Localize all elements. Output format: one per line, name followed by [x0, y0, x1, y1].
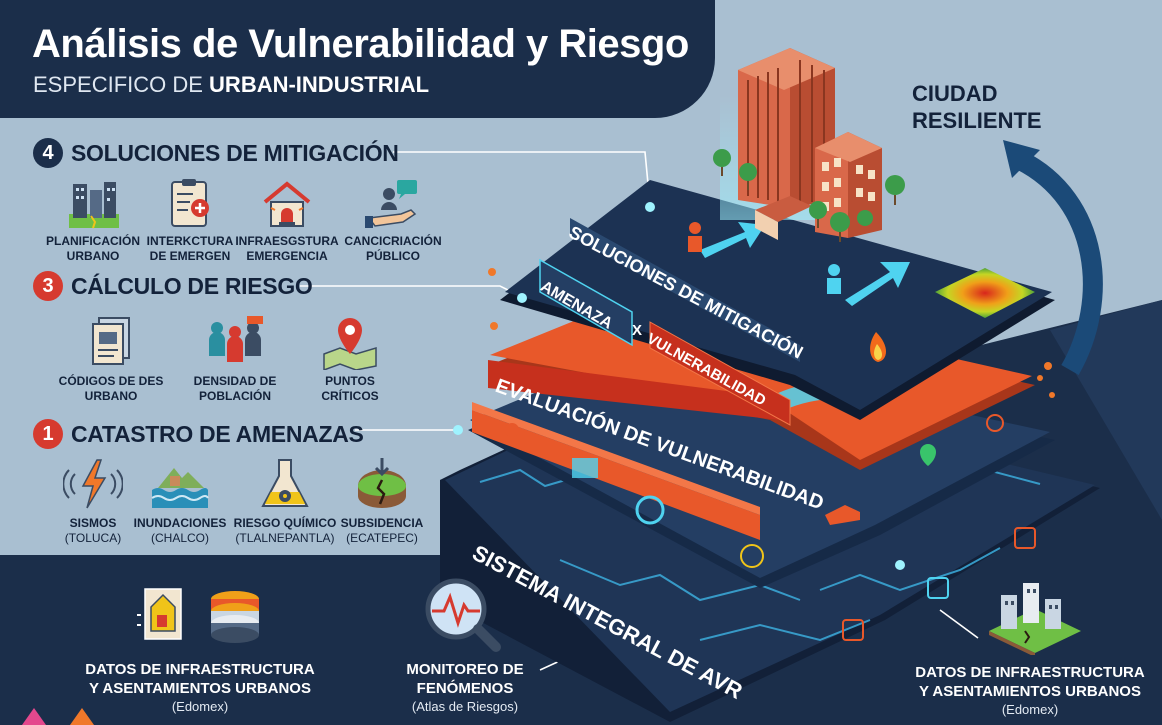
- flood-icon: [151, 468, 209, 508]
- item-densidad: DENSIDAD DE POBLACIÓN: [175, 314, 295, 404]
- caption-line: DATOS DE INFRAESTRUCTURA: [85, 661, 315, 678]
- item-label: PÚBLICO: [366, 249, 420, 263]
- item-label: POBLACIÓN: [199, 389, 271, 403]
- alarm-house-icon: [263, 181, 311, 227]
- glow-nodes: [453, 202, 905, 570]
- emergency-clipboard-icon: [171, 179, 209, 227]
- item-label: CÓDIGOS DE DES: [58, 374, 164, 388]
- title-block: Análisis de Vulnerabilidad y Riesgo ESPE…: [0, 0, 715, 118]
- section-label: CÁLCULO DE RIESGO: [71, 272, 313, 299]
- item-label: PLANIFICACIÓN: [46, 234, 140, 248]
- caption-line: DATOS DE INFRAESTRUCTURA: [915, 664, 1145, 681]
- item-label: DENSIDAD DE: [193, 374, 277, 388]
- database-icon: [211, 591, 259, 643]
- caption-line: Y ASENTAMIENTOS URBANOS: [919, 683, 1141, 700]
- item-sub: (TOLUCA): [64, 531, 122, 545]
- item-label: PUNTOS: [325, 374, 375, 388]
- section-label: SOLUCIONES DE MITIGACIÓN: [71, 139, 399, 166]
- subtitle-bold: URBAN-INDUSTRIAL: [209, 72, 430, 97]
- item-label: CANCICRIACIÓN: [344, 234, 442, 248]
- item-label: RIESGO QUÍMICO: [233, 516, 337, 530]
- city-block-icon: [989, 583, 1081, 655]
- item-label: SUBSIDENCIA: [340, 516, 424, 530]
- item-puntos: PUNTOS CRÍTICOS: [290, 314, 410, 404]
- item-interkctura: INTERKCTURA DE EMERGEN: [130, 178, 250, 264]
- item-planificacion: PLANIFICACIÓN URBANO: [33, 178, 153, 264]
- caption-line: FENÓMENOS: [416, 680, 514, 697]
- item-sub: (CHALCO): [150, 531, 209, 545]
- item-infraesgstura: INFRAESGSTURA EMERGENCIA: [227, 178, 347, 264]
- sparks: [488, 268, 1055, 398]
- resilience-arrow: [1003, 140, 1103, 375]
- item-label: EMERGENCIA: [246, 249, 328, 263]
- item-cancicriacion: CANCICRIACIÓN PÚBLICO: [333, 178, 453, 264]
- item-label: INTERKCTURA: [146, 234, 234, 248]
- item-label: SISMOS: [69, 516, 117, 530]
- urban-codes-document-icon: [92, 317, 130, 365]
- section-number: 1: [33, 419, 63, 449]
- bottom-left-caption: DATOS DE INFRAESTRUCTURA Y ASENTAMIENTOS…: [80, 660, 320, 715]
- caption-sub: (Atlas de Riesgos): [411, 699, 519, 714]
- bottom-right-caption: DATOS DE INFRAESTRUCTURA Y ASENTAMIENTOS…: [906, 663, 1154, 718]
- population-density-icon: [209, 316, 263, 362]
- item-codigos: CÓDIGOS DE DES URBANO: [51, 314, 171, 404]
- caption-line: MONITOREO DE: [406, 661, 524, 678]
- caption-line: Y ASENTAMIENTOS URBANOS: [89, 680, 311, 697]
- item-label: DE EMERGEN: [149, 249, 231, 263]
- layer-soluciones: [500, 180, 1055, 426]
- bottom-left-icons: [137, 588, 259, 643]
- times-symbol: X: [632, 322, 643, 339]
- item-sub: (TLALNEPANTLA): [235, 531, 335, 545]
- magnifier-icon: [425, 578, 501, 652]
- document-icon: [137, 588, 182, 640]
- item-label: INFRAESGSTURA: [235, 234, 339, 248]
- item-label: URBANO: [84, 389, 138, 403]
- ciudad-line2: RESILIENTE: [912, 108, 1042, 133]
- page-title: Análisis de Vulnerabilidad y Riesgo: [32, 22, 689, 66]
- item-label: INUNDACIONES: [133, 516, 227, 530]
- subsidence-icon: [358, 458, 406, 508]
- section-number: 4: [33, 138, 63, 168]
- section-label: CATASTRO DE AMENAZAS: [71, 420, 364, 447]
- section-number: 3: [33, 271, 63, 301]
- item-sismos: SISMOS (TOLUCA): [33, 456, 153, 545]
- page-subtitle: ESPECIFICO DE URBAN-INDUSTRIAL: [33, 72, 429, 98]
- earthquake-icon: [63, 459, 123, 509]
- public-awareness-icon: [365, 180, 417, 228]
- section-4-header: 4 SOLUCIONES DE MITIGACIÓN: [33, 138, 399, 168]
- item-label: CRÍTICOS: [321, 389, 379, 403]
- subtitle-prefix: ESPECIFICO DE: [33, 72, 203, 97]
- item-sub: (ECATEPEC): [346, 531, 418, 545]
- bottom-center-caption: MONITOREO DE FENÓMENOS (Atlas de Riesgos…: [385, 660, 545, 715]
- building-illustration: [713, 48, 905, 242]
- caption-sub: (Edomex): [171, 699, 229, 714]
- ciudad-resiliente-heading: CIUDAD RESILIENTE: [912, 80, 1042, 134]
- item-riesgo-quimico: RIESGO QUÍMICO (TLALNEPANTLA): [225, 456, 345, 545]
- section-3-header: 3 CÁLCULO DE RIESGO: [33, 271, 313, 301]
- section-1-header: 1 CATASTRO DE AMENAZAS: [33, 419, 364, 449]
- ciudad-line1: CIUDAD: [912, 81, 998, 106]
- map-pin-icon: [323, 318, 377, 370]
- chemical-flask-icon: [261, 459, 309, 507]
- item-inundaciones: INUNDACIONES (CHALCO): [120, 456, 240, 545]
- item-label: URBANO: [66, 249, 120, 263]
- caption-sub: (Edomex): [1001, 702, 1059, 717]
- urban-planning-icon: [69, 182, 119, 229]
- item-subsidencia: SUBSIDENCIA (ECATEPEC): [322, 456, 442, 545]
